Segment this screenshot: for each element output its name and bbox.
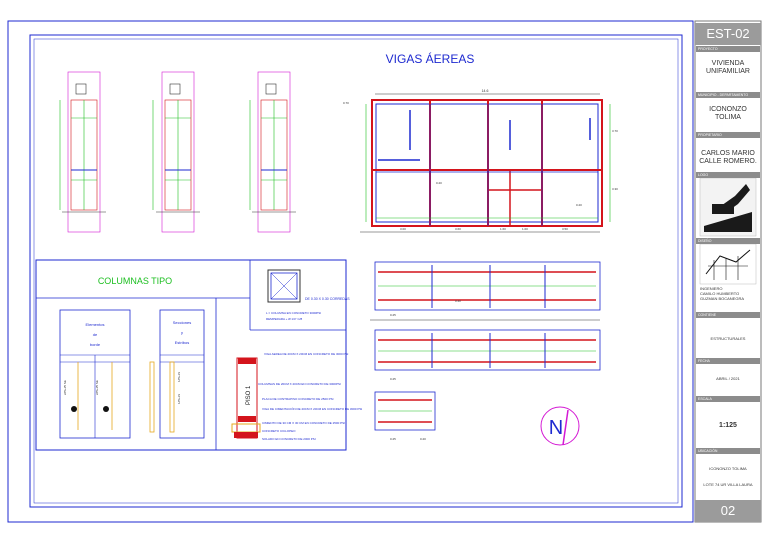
table-right-3: Estribos xyxy=(175,340,189,345)
dim-bottom-a: 3.00 xyxy=(400,227,406,231)
ubicacion-value-1: ICONONZO TOLIMA xyxy=(709,466,747,471)
table-right-1: Secciones xyxy=(173,320,191,325)
sheet-number: 02 xyxy=(695,500,761,522)
dim-right-b: 3.30 xyxy=(612,187,618,191)
dim-beam-c: 0.25 xyxy=(390,377,396,381)
escala-value: 1:125 xyxy=(719,422,737,429)
stirrup-label-d: 1#5+#3 xyxy=(177,394,181,404)
fecha-value: ABRIL / 2021 xyxy=(716,376,740,381)
ingeniero-value-3: GUZMAN BOCANEGRA xyxy=(700,296,745,301)
proyecto-value-1: VIVIENDA xyxy=(711,60,745,67)
column-note-1: DE 0.30 X 0.30 CORREDAS xyxy=(305,297,350,301)
rebar-dot-b xyxy=(103,406,109,412)
detail-note-6: CONCRETO CICLOPEO xyxy=(262,429,296,433)
ubicacion-header: UBICACIÓN xyxy=(696,448,760,454)
stirrup-label-c: 1#5+#3 xyxy=(177,372,181,382)
propietario-value-2: CALLE ROMERO. xyxy=(699,158,757,165)
proyecto-header: PROYECTO xyxy=(696,46,760,52)
detail-note-3: PLACA DE CONTRAPISO CONCRETO DE 2500 PSI xyxy=(262,397,334,401)
dim-right-a: 3.70 xyxy=(612,129,618,133)
table-left-3: borde xyxy=(90,342,101,347)
dim-beam-d: 0.25 xyxy=(390,437,396,441)
design-sketch-icon xyxy=(699,243,757,285)
dim-beam-b: 0.40 xyxy=(455,299,461,303)
detail-note-1: VIGA AEREA DE 20CM X 20CM EN CONCRETO DE… xyxy=(264,352,348,356)
column-note-3: REMPERARA + Ø 1/4" C/8 xyxy=(266,317,302,321)
propietario-value-1: CARLOS MARIO xyxy=(701,150,755,157)
dim-bottom-d: 1.00 xyxy=(522,227,528,231)
column-note-2: L = COLUMNA EN CONCRETO 3000PSI xyxy=(266,311,321,315)
ingeniero-value-1: INGENIERO xyxy=(700,286,723,291)
dim-left: 0.70 xyxy=(343,101,349,105)
ingeniero-value-2: CAMILO HUMBERTO xyxy=(700,291,740,296)
column-elevation-3 xyxy=(249,71,296,233)
contiene-header: CONTIENE xyxy=(696,312,760,318)
beam-elevation-3: 0.25 0.20 xyxy=(374,391,436,441)
dim-beam-e: 0.20 xyxy=(420,437,426,441)
table-left-1: Elementos xyxy=(86,322,105,327)
dim-bottom-c: 1.60 xyxy=(500,227,506,231)
inner-frame-2 xyxy=(33,38,679,504)
dim-top: 14.6 xyxy=(482,89,489,93)
columns-panel xyxy=(35,259,347,451)
stirrup-label-a: 2#5+#5 SE xyxy=(63,380,67,395)
columns-title: COLUMNAS TIPO xyxy=(98,276,172,286)
dim-beam-a: 0.25 xyxy=(390,313,396,317)
piso-detail xyxy=(231,357,261,439)
detail-note-5: CIMIENTO DE 30 CM X 30 CM EN CONCRETO DE… xyxy=(262,421,345,425)
municipio-header: MUNICIPIO - DEPARTAMENTO xyxy=(696,92,760,98)
drawing-title: VIGAS ÁEREAS xyxy=(386,51,475,66)
diseno-header: DISEÑO xyxy=(696,238,760,244)
beam-elevation-1: 0.25 0.40 xyxy=(370,261,601,321)
rebar-dot-a xyxy=(71,406,77,412)
dim-inner-a: 0.20 xyxy=(436,181,442,185)
column-section-detail xyxy=(267,269,301,303)
north-arrow-icon: N xyxy=(540,406,580,446)
detail-note-7: SOLADO EN CONCRETO DE 2000 PSI xyxy=(262,437,316,441)
table-right-2: y xyxy=(181,330,183,335)
dim-inner-b: 0.20 xyxy=(576,203,582,207)
ubicacion-value-2: LOTE 74 UR VILLA LAURA xyxy=(703,482,753,487)
inner-frame xyxy=(29,34,683,508)
municipio-value-2: TOLIMA xyxy=(715,114,741,121)
escala-header: ESCALA xyxy=(696,396,760,402)
logo-header: LOGO xyxy=(696,172,760,178)
drawing-code: EST-02 xyxy=(695,23,761,45)
table-left-2: de xyxy=(93,332,98,337)
excavator-logo-icon xyxy=(699,177,757,237)
detail-note-4: VIGA DE CIMENTACIÓN DE 20CM X 20CM EN CO… xyxy=(262,406,362,411)
municipio-value-1: ICONONZO xyxy=(709,106,747,113)
beam-plan: 14.6 3.00 3.60 1.60 1.00 3.50 3.70 3.30 … xyxy=(343,89,618,233)
detail-note-2: COLUMNAS DE 20CM X 20CM EN CONCRETO DE 3… xyxy=(258,382,341,386)
column-elevation-2 xyxy=(152,71,200,233)
contiene-value: ESTRUCTURALES xyxy=(710,336,746,341)
dim-bottom-e: 3.50 xyxy=(562,227,568,231)
proyecto-value-2: UNIFAMILIAR xyxy=(706,68,750,75)
fecha-header: FECHA xyxy=(696,358,760,364)
beam-elevation-2: 0.25 xyxy=(374,329,601,381)
dim-bottom-b: 3.60 xyxy=(455,227,461,231)
column-elevation-1 xyxy=(59,71,106,233)
stirrup-label-b: 2#5+#5 SE xyxy=(95,380,99,395)
piso-label: PISO 1 xyxy=(246,385,252,405)
sections-table xyxy=(159,309,205,439)
propietario-header: PROPIETARIO xyxy=(696,132,760,138)
svg-text:N: N xyxy=(549,417,563,439)
